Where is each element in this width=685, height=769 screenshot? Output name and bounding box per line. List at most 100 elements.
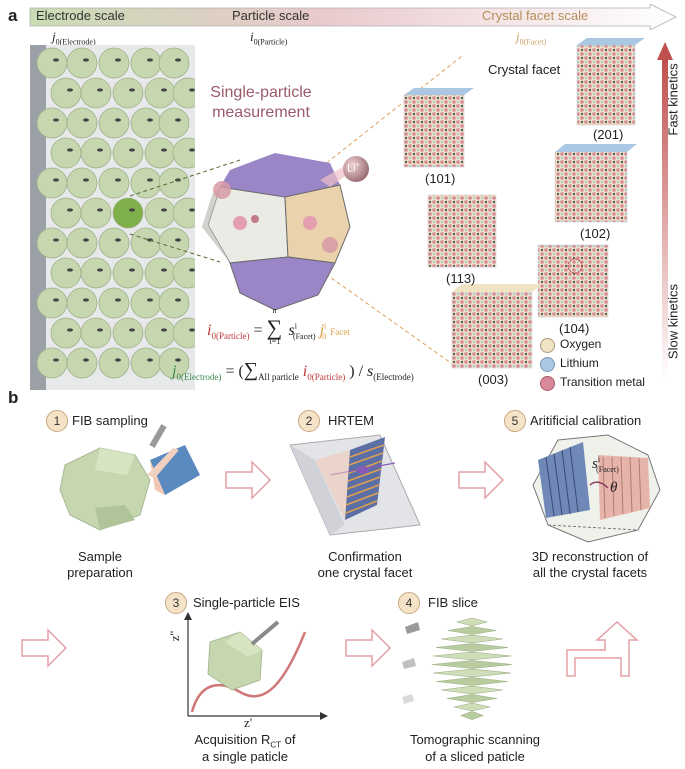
particle-pore	[129, 88, 135, 92]
fib-slice-layer	[432, 668, 512, 678]
electrode-particle	[112, 137, 144, 169]
step-2-image	[289, 434, 421, 536]
legend-lithium: Lithium	[560, 356, 599, 370]
particle-pore	[115, 118, 121, 122]
particle-pore	[83, 298, 89, 302]
electrode-particle	[98, 227, 130, 259]
fib-slice-layer	[431, 660, 513, 669]
fib-slice-layer	[432, 651, 512, 661]
particle-pore	[115, 298, 121, 302]
fib-slice-layer	[435, 643, 509, 652]
step-5-caption-2: all the crystal facets	[532, 565, 648, 580]
step-3-caption-2: a single paticle	[202, 749, 288, 764]
slow-kinetics-label: Slow kinetics	[665, 283, 681, 360]
particle-pore	[53, 58, 59, 62]
particle-pore	[115, 178, 121, 182]
facet-113-label: (113)	[446, 271, 476, 286]
electrode-particle	[66, 47, 98, 79]
particle-pore	[189, 208, 195, 212]
particle-pore	[161, 268, 167, 272]
particle-pore	[53, 178, 59, 182]
step-2-badge: 2	[298, 410, 320, 432]
particle-pore	[161, 88, 167, 92]
particle-pore	[67, 268, 73, 272]
fib-slice-layer	[440, 685, 504, 695]
particle-pore	[189, 148, 195, 152]
electrode-particle	[66, 227, 98, 259]
step-1-caption-1: Sample	[77, 549, 123, 564]
electrode-particle	[98, 287, 130, 319]
electrode-particle	[66, 347, 98, 379]
step-2-caption-2: one crystal facet	[317, 565, 413, 580]
fib-slice-layer	[453, 702, 491, 712]
z-double-prime-label: z''	[167, 630, 183, 642]
particle-pore	[83, 178, 89, 182]
electrode-particle	[80, 77, 112, 109]
electrode-particle	[98, 107, 130, 139]
theta-label: θ	[610, 480, 618, 496]
fib-slice-layer	[440, 634, 504, 644]
electrode-particle	[98, 47, 130, 79]
step-3-caption-1: Acquisition RCT of	[194, 732, 296, 750]
particle-pore	[97, 148, 103, 152]
electrode-particle	[98, 347, 130, 379]
i-particle-label: i0(Particle)	[250, 29, 288, 47]
s-facet-label: si(Facet)	[592, 455, 619, 474]
flow-arrow-3	[21, 628, 68, 668]
electrode-particle	[158, 167, 190, 199]
step-4-title: FIB slice	[428, 595, 478, 610]
particle-pore	[147, 358, 153, 362]
particle-pore	[161, 148, 167, 152]
lithium-swatch	[540, 357, 555, 372]
fib-slice-layer	[447, 626, 497, 635]
electrode-particle	[172, 77, 195, 109]
particle-pore	[175, 58, 181, 62]
equation-electrode: j0(Electrode) = (∑All particle i0(Partic…	[172, 359, 414, 383]
particle-pore	[67, 208, 73, 212]
panel-a-letter: a	[8, 6, 18, 25]
facet-201-label: (201)	[593, 127, 624, 142]
step-2-caption-1: Confirmation	[328, 549, 402, 564]
particle-pore	[175, 298, 181, 302]
step-3-title: Single-particle EIS	[193, 595, 300, 610]
flow-arrow-1	[225, 460, 272, 500]
step-1-title: FIB sampling	[72, 413, 148, 428]
li-ion-sphere	[343, 156, 369, 182]
facet-scale-label: Crystal facet scale	[482, 8, 589, 23]
flow-arrow-5	[566, 620, 639, 677]
panel-b-letter: b	[8, 388, 19, 407]
step-1-badge: 1	[46, 410, 68, 432]
particle-pore	[129, 148, 135, 152]
particle-pore	[53, 118, 59, 122]
facet-101-label: (101)	[425, 171, 456, 186]
electrode-particle	[158, 347, 190, 379]
electrode-particle	[112, 77, 144, 109]
electrode-image	[30, 45, 195, 390]
particle-pore	[189, 328, 195, 332]
facet-003-label: (003)	[478, 372, 509, 387]
step-3-image	[184, 612, 328, 720]
electrode-particle	[66, 167, 98, 199]
step-1-image	[59, 424, 200, 531]
oxygen-swatch	[540, 338, 555, 353]
legend-transition-metal: Transition metal	[560, 375, 645, 389]
particle-pore	[67, 328, 73, 332]
electrode-particle	[158, 107, 190, 139]
particle-pore	[147, 178, 153, 182]
single-particle-title: Single-particle	[210, 84, 312, 101]
step-5-title: Aritificial calibration	[530, 413, 642, 428]
electrode-particle	[172, 197, 195, 229]
step-4-caption-2: of a sliced paticle	[425, 749, 525, 764]
particle-pore	[189, 88, 195, 92]
particle-scale-label: Particle scale	[232, 8, 310, 23]
crystal-facet-title: Crystal facet	[488, 62, 561, 77]
electrode-particle	[112, 257, 144, 289]
electrode-particle	[98, 167, 130, 199]
particle-pore	[97, 208, 103, 212]
fib-slice-layer	[435, 677, 509, 686]
j-facet-label: j0(Facet)	[516, 29, 547, 47]
step-5-image	[532, 434, 661, 543]
particle-pore	[175, 238, 181, 242]
facet-102-label: (102)	[580, 226, 611, 241]
